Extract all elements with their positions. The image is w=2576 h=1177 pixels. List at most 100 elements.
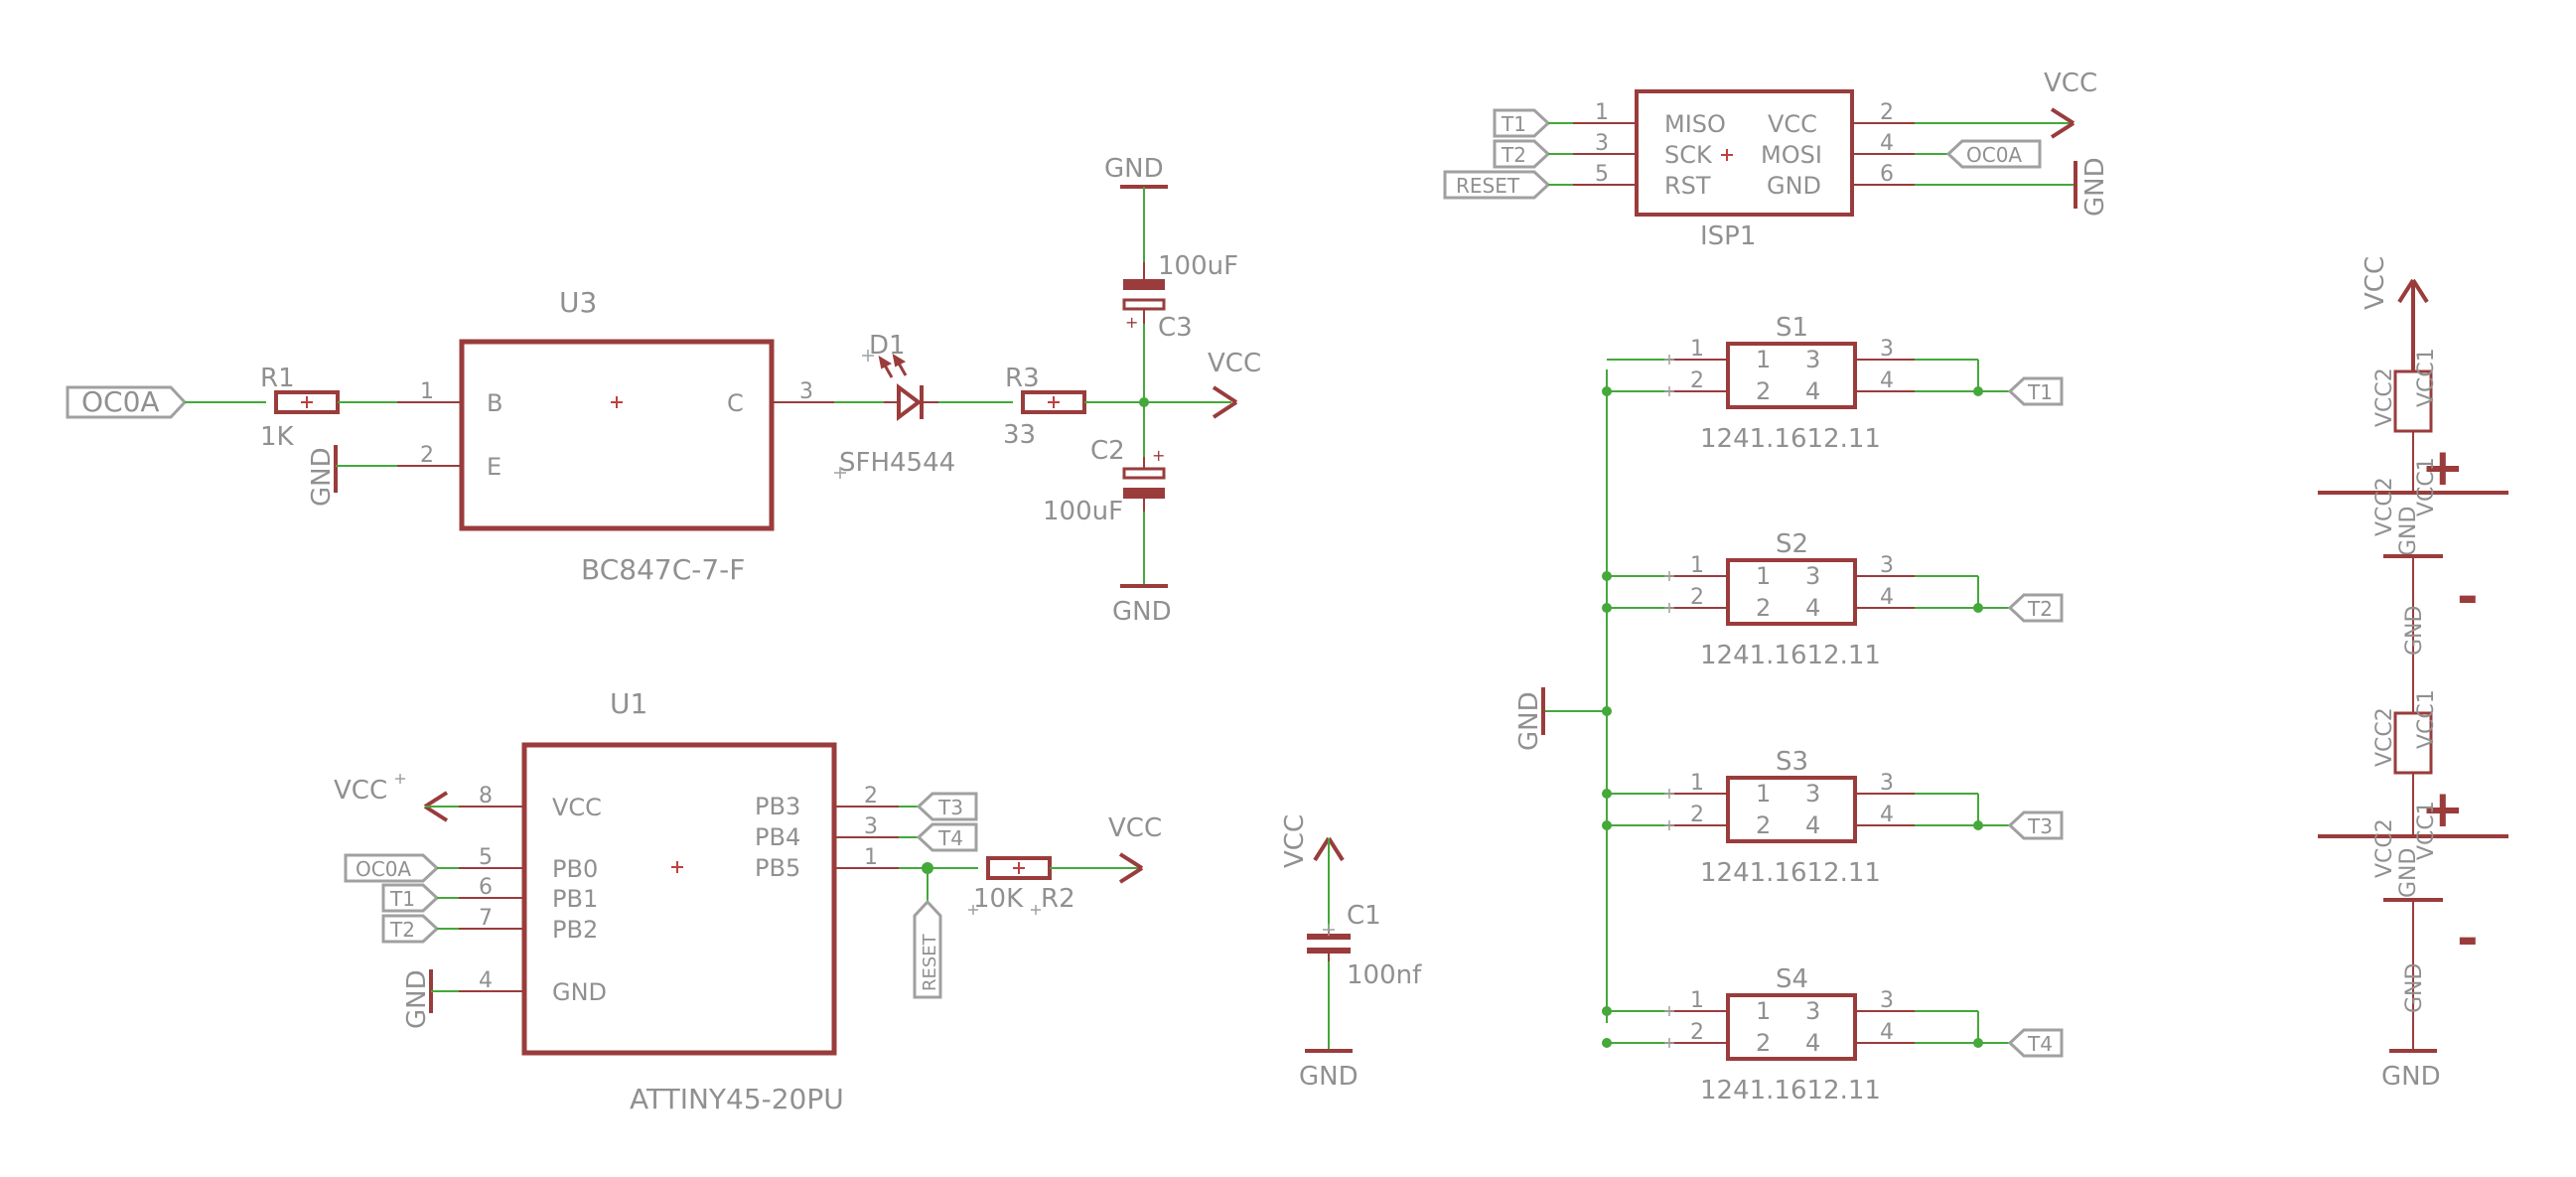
svg-text:+: + bbox=[2421, 438, 2465, 498]
svg-text:4: 4 bbox=[1880, 368, 1894, 393]
svg-text:PB5: PB5 bbox=[755, 854, 800, 882]
svg-text:4: 4 bbox=[1805, 594, 1820, 622]
svg-text:2: 2 bbox=[1756, 1029, 1771, 1057]
svg-text:3: 3 bbox=[864, 814, 878, 839]
svg-text:1: 1 bbox=[1756, 346, 1771, 373]
svg-text:GND: GND bbox=[2402, 606, 2427, 656]
oc0a-label-left: OC0A bbox=[66, 385, 188, 419]
mcu-u1: VCC PB0 PB1 PB2 GND PB3 PB4 PB5 U1 ATTIN… bbox=[521, 687, 844, 1115]
svg-text:3: 3 bbox=[1595, 131, 1609, 156]
svg-text:MISO: MISO bbox=[1664, 110, 1726, 138]
vcc-symbol-r2: VCC bbox=[1108, 813, 1162, 884]
svg-text:GND: GND bbox=[2396, 848, 2421, 898]
svg-text:3: 3 bbox=[1805, 346, 1820, 373]
oc0a-label-isp: OC0A bbox=[1945, 139, 2042, 169]
svg-text:R3: R3 bbox=[1005, 364, 1040, 393]
svg-text:2: 2 bbox=[1690, 585, 1704, 610]
svg-text:OC0A: OC0A bbox=[81, 385, 160, 418]
svg-text:2: 2 bbox=[1756, 377, 1771, 405]
svg-text:1241.1612.11: 1241.1612.11 bbox=[1700, 641, 1881, 670]
t4-label-u1: T4 bbox=[916, 822, 978, 852]
svg-text:1: 1 bbox=[1756, 562, 1771, 590]
svg-text:4: 4 bbox=[1805, 811, 1820, 839]
svg-text:8: 8 bbox=[479, 784, 493, 809]
transistor-u3: B E C U3 BC847C-7-F bbox=[459, 286, 775, 586]
svg-text:2: 2 bbox=[1756, 594, 1771, 622]
svg-text:GND: GND bbox=[2080, 157, 2110, 217]
gnd-top-c3: GND bbox=[1104, 154, 1168, 189]
svg-text:4: 4 bbox=[1880, 1020, 1894, 1045]
svg-text:C: C bbox=[727, 389, 744, 417]
vcc-symbol-isp: VCC bbox=[2044, 69, 2097, 139]
svg-text:VCC1: VCC1 bbox=[2414, 801, 2439, 860]
svg-text:1: 1 bbox=[864, 845, 878, 870]
svg-text:2: 2 bbox=[1880, 100, 1894, 125]
t2-label-u1: T2 bbox=[381, 914, 440, 944]
svg-text:-: - bbox=[2457, 567, 2479, 627]
svg-text:3: 3 bbox=[799, 379, 813, 404]
vcc-symbol-r3: VCC bbox=[1208, 349, 1261, 419]
reset-label-u1: RESET bbox=[913, 899, 942, 999]
svg-text:VCC2: VCC2 bbox=[2372, 818, 2397, 878]
svg-text:VCC: VCC bbox=[334, 776, 387, 806]
svg-text:6: 6 bbox=[479, 875, 493, 900]
svg-text:3: 3 bbox=[1805, 997, 1820, 1025]
svg-text:GND: GND bbox=[1299, 1062, 1359, 1092]
capacitor-c1: C1 100nf bbox=[1307, 901, 1422, 990]
svg-text:OC0A: OC0A bbox=[356, 857, 411, 881]
svg-text:PB1: PB1 bbox=[552, 885, 598, 913]
svg-text:R2: R2 bbox=[1041, 884, 1075, 914]
svg-text:1: 1 bbox=[420, 379, 434, 404]
svg-text:VCC1: VCC1 bbox=[2414, 457, 2439, 516]
svg-text:VCC: VCC bbox=[1768, 110, 1817, 138]
svg-text:33: 33 bbox=[1003, 420, 1036, 450]
svg-text:RST: RST bbox=[1664, 172, 1711, 200]
svg-text:OC0A: OC0A bbox=[1966, 143, 2022, 167]
svg-text:GND: GND bbox=[307, 447, 337, 507]
svg-text:VCC: VCC bbox=[1108, 813, 1162, 843]
svg-text:T4: T4 bbox=[2027, 1032, 2053, 1056]
t2-label-isp: T2 bbox=[1493, 139, 1551, 169]
capacitor-c2: + C2 100uF bbox=[1043, 436, 1166, 526]
svg-text:3: 3 bbox=[1880, 337, 1894, 362]
svg-text:ATTINY45-20PU: ATTINY45-20PU bbox=[630, 1083, 844, 1115]
svg-text:7: 7 bbox=[479, 906, 493, 931]
svg-text:3: 3 bbox=[1805, 780, 1820, 808]
resistor-r3: R3 33 bbox=[1003, 364, 1086, 450]
svg-text:C1: C1 bbox=[1347, 901, 1381, 931]
svg-text:S2: S2 bbox=[1776, 529, 1808, 559]
svg-text:VCC2: VCC2 bbox=[2372, 477, 2397, 536]
svg-text:1241.1612.11: 1241.1612.11 bbox=[1700, 424, 1881, 454]
svg-text:SFH4544: SFH4544 bbox=[839, 448, 955, 478]
vcc-symbol-u1: VCC bbox=[334, 774, 449, 822]
capacitor-c3: + 100uF C3 bbox=[1122, 251, 1238, 343]
svg-text:U1: U1 bbox=[610, 687, 647, 720]
svg-text:MOSI: MOSI bbox=[1761, 141, 1822, 169]
svg-text:PB0: PB0 bbox=[552, 855, 598, 883]
svg-text:GND: GND bbox=[552, 978, 607, 1006]
svg-text:S1: S1 bbox=[1776, 313, 1808, 343]
gnd-bottom-c2: GND bbox=[1112, 584, 1172, 627]
svg-text:GND: GND bbox=[1514, 691, 1544, 751]
svg-text:C3: C3 bbox=[1158, 313, 1193, 343]
svg-text:VCC1: VCC1 bbox=[2414, 348, 2439, 407]
svg-text:6: 6 bbox=[1880, 162, 1894, 187]
svg-text:+: + bbox=[1152, 446, 1165, 465]
svg-text:GND: GND bbox=[1767, 172, 1821, 200]
svg-text:2: 2 bbox=[864, 784, 878, 809]
svg-text:VCC: VCC bbox=[2361, 256, 2390, 310]
svg-text:1241.1612.11: 1241.1612.11 bbox=[1700, 1076, 1881, 1105]
battery-column: VCC VCC2 VCC1 + VCC2 GND VCC1 - GND VCC2… bbox=[2318, 256, 2508, 1092]
svg-text:2: 2 bbox=[1690, 368, 1704, 393]
gnd-switches: GND bbox=[1514, 687, 1545, 751]
svg-text:VCC2: VCC2 bbox=[2372, 368, 2397, 427]
svg-text:T2: T2 bbox=[389, 918, 415, 942]
svg-text:2: 2 bbox=[1690, 1020, 1704, 1045]
svg-text:T2: T2 bbox=[1501, 143, 1526, 167]
svg-text:T4: T4 bbox=[937, 826, 963, 850]
svg-text:100uF: 100uF bbox=[1158, 251, 1238, 281]
